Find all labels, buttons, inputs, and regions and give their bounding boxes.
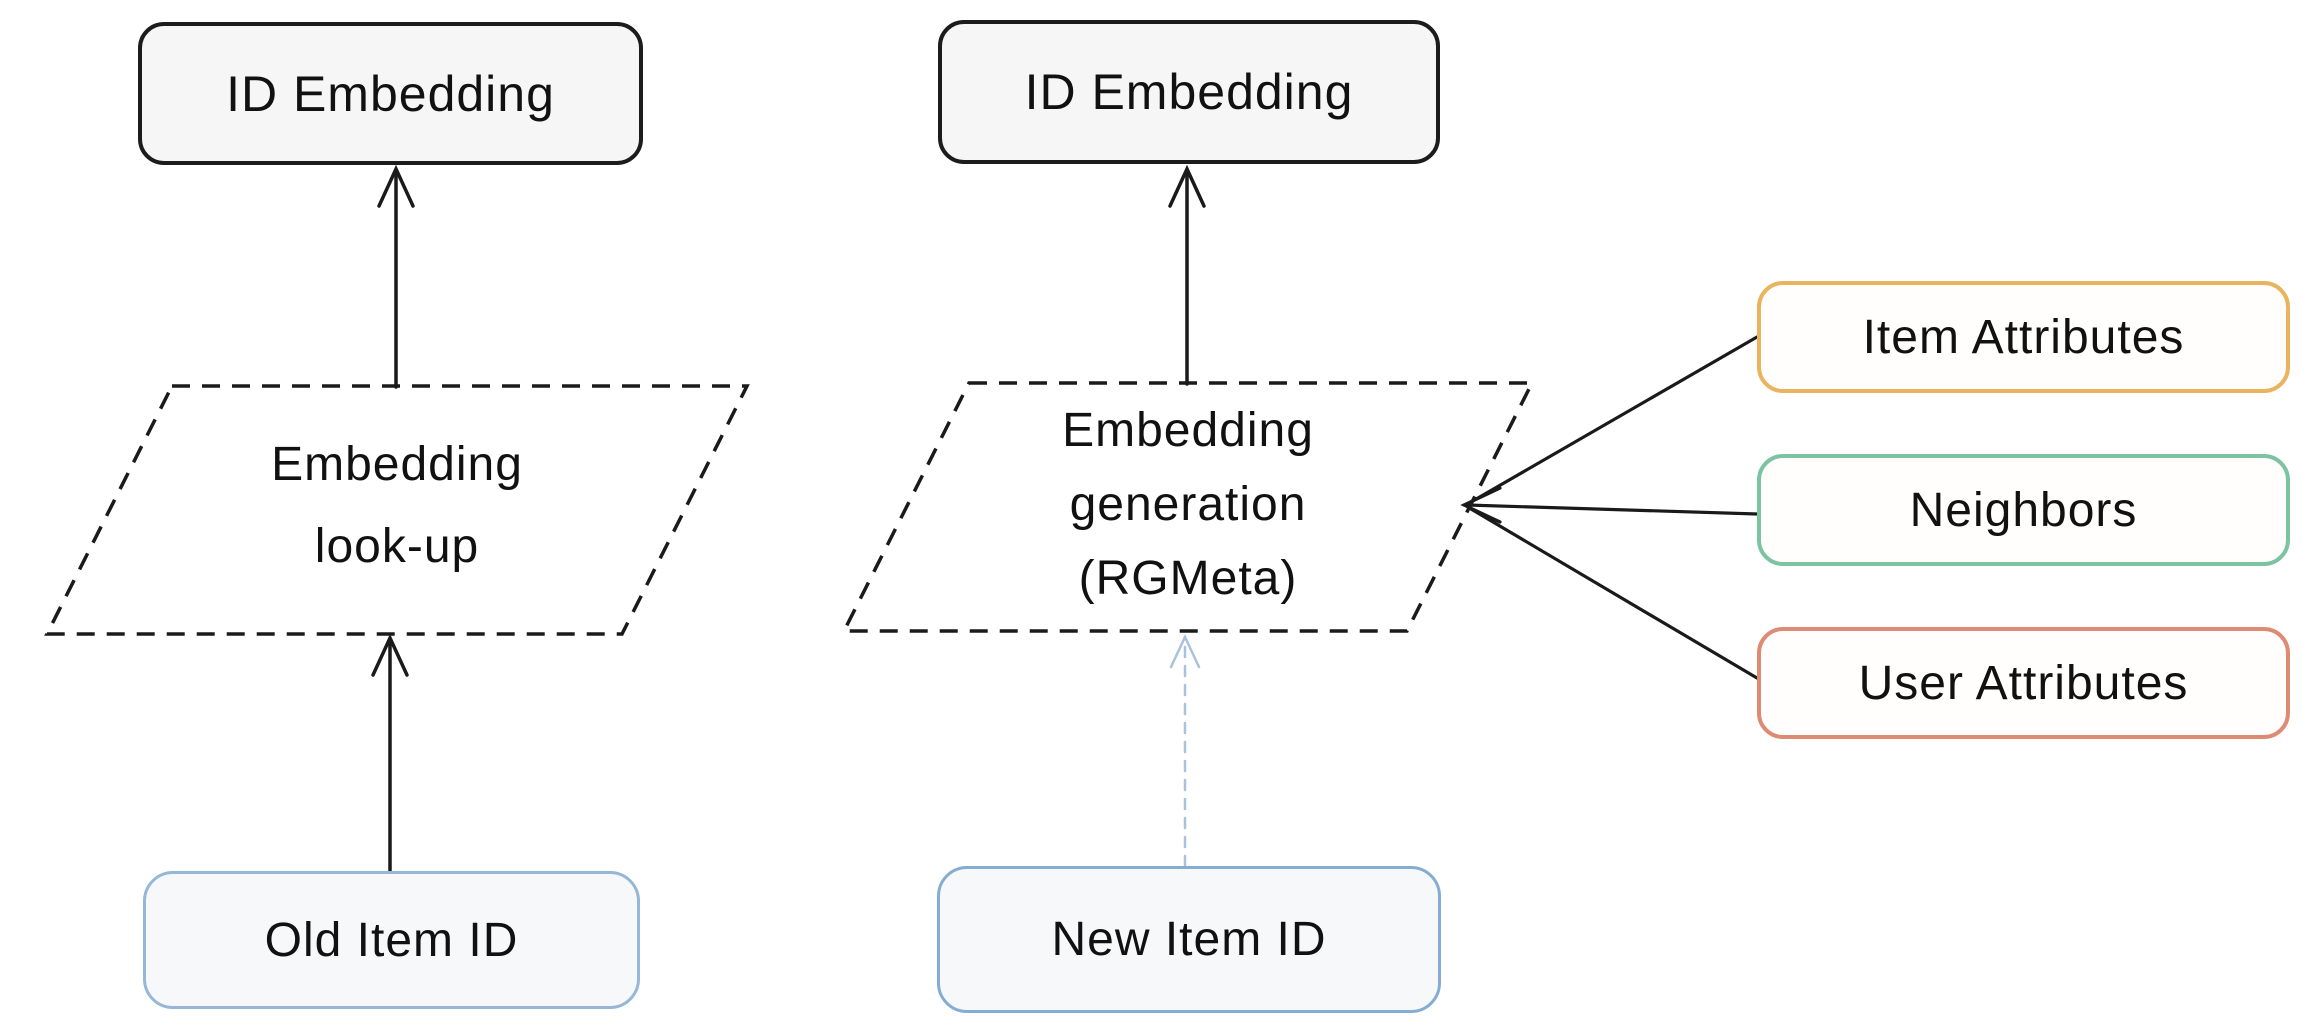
left-id-embedding-box: ID Embedding bbox=[138, 22, 643, 165]
new-item-id-label: New Item ID bbox=[1051, 913, 1327, 966]
arrowhead-into-generation bbox=[1460, 486, 1502, 524]
neighbors-box: Neighbors bbox=[1757, 454, 2290, 566]
user-attributes-label: User Attributes bbox=[1858, 656, 2189, 710]
arrow-line-user-attributes bbox=[1469, 507, 1759, 680]
new-item-id-box: New Item ID bbox=[937, 866, 1441, 1013]
embedding-lookup-line2: look-up bbox=[314, 520, 480, 573]
embedding-generation-line1: Embedding bbox=[1062, 404, 1314, 457]
user-attributes-box: User Attributes bbox=[1757, 627, 2290, 739]
arrow-line-neighbors bbox=[1465, 503, 1759, 516]
arrow-generation-to-id-embedding bbox=[1168, 164, 1206, 386]
right-id-embedding-box: ID Embedding bbox=[938, 20, 1440, 164]
old-item-id-label: Old Item ID bbox=[264, 913, 519, 967]
left-id-embedding-label: ID Embedding bbox=[226, 65, 555, 122]
old-item-id-box: Old Item ID bbox=[143, 871, 640, 1009]
embedding-generation-line2: generation bbox=[1069, 478, 1307, 531]
arrow-old-item-id-to-lookup bbox=[371, 633, 409, 873]
embedding-lookup-parallelogram bbox=[44, 384, 750, 636]
embedding-generation-line3: (RGMeta) bbox=[1078, 552, 1298, 605]
arrow-lookup-to-id-embedding bbox=[377, 164, 415, 389]
embedding-lookup-line1: Embedding bbox=[271, 438, 523, 491]
item-attributes-box: Item Attributes bbox=[1757, 281, 2290, 393]
arrow-new-item-id-to-generation bbox=[1169, 634, 1201, 868]
embedding-generation-parallelogram bbox=[841, 381, 1535, 633]
item-attributes-label: Item Attributes bbox=[1862, 310, 2185, 364]
arrow-line-item-attributes bbox=[1469, 335, 1759, 504]
arrows-attributes-to-generation bbox=[1460, 335, 1759, 680]
embedding-lookup-label: Embedding look-up bbox=[147, 424, 647, 588]
right-id-embedding-label: ID Embedding bbox=[1024, 64, 1354, 120]
embedding-generation-label: Embedding generation (RGMeta) bbox=[938, 394, 1438, 616]
neighbors-label: Neighbors bbox=[1909, 483, 2138, 537]
